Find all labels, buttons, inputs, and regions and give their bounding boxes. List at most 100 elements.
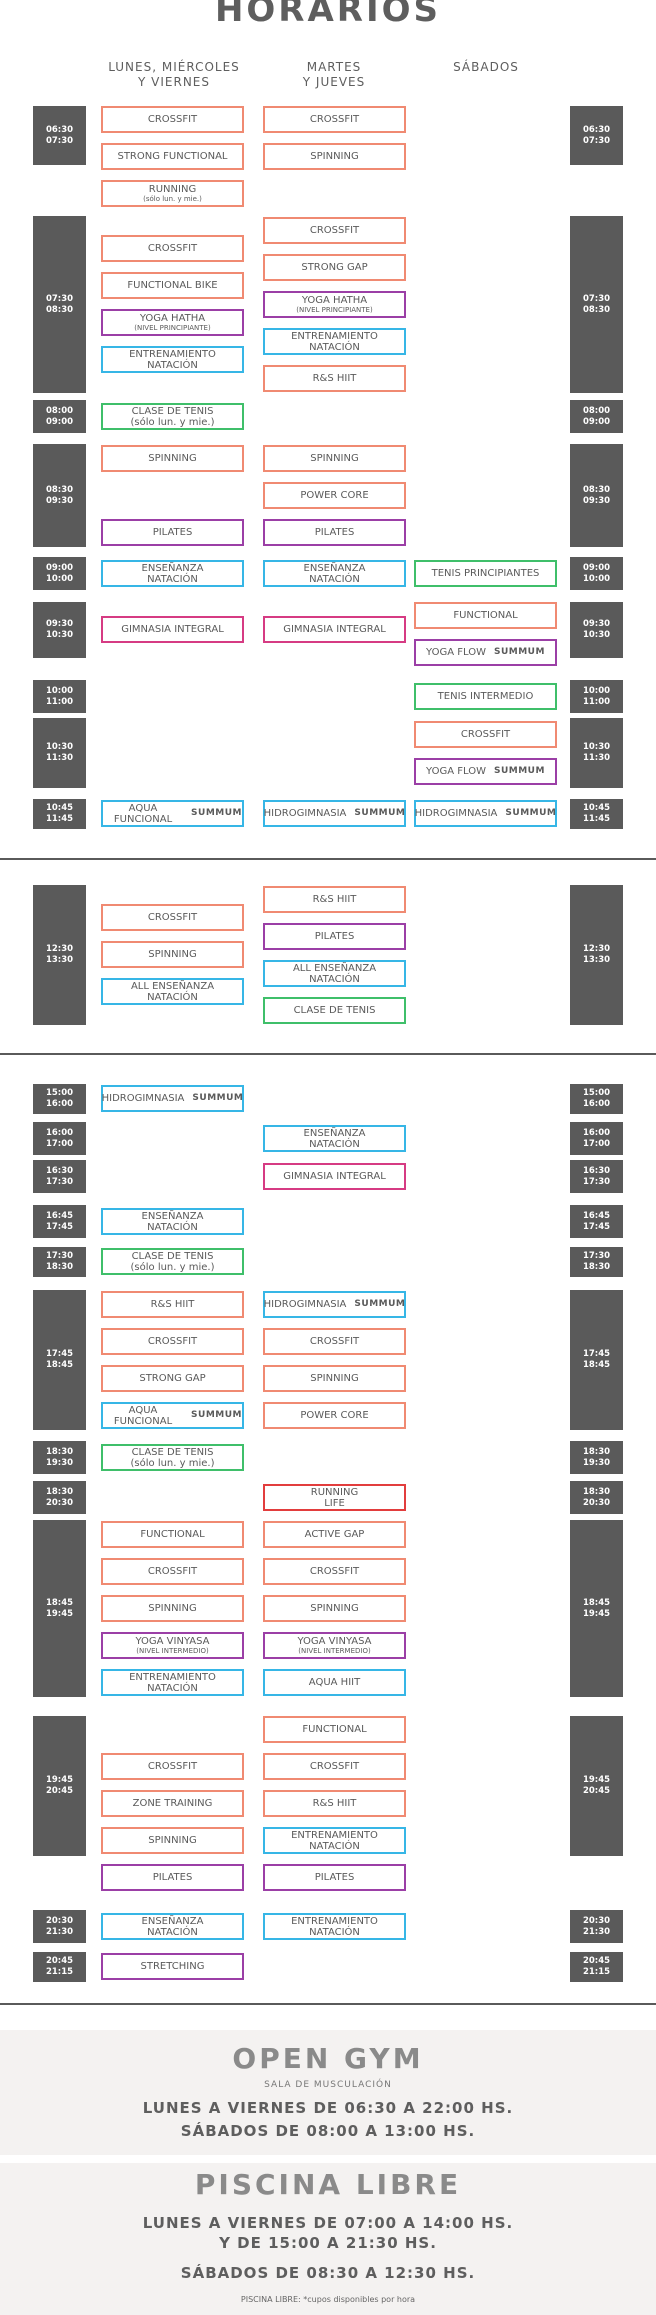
- class-box[interactable]: ENSEÑANZA NATACIÓN: [263, 1125, 406, 1152]
- class-box[interactable]: CROSSFIT: [263, 217, 406, 244]
- class-label: CROSSFIT: [309, 1761, 360, 1772]
- class-box[interactable]: ALL ENSEÑANZA NATACIÓN: [101, 978, 244, 1005]
- class-box[interactable]: STRONG FUNCTIONAL: [101, 143, 244, 170]
- class-box[interactable]: ENSEÑANZA NATACIÓN: [263, 560, 406, 587]
- class-box[interactable]: SPINNING: [263, 143, 406, 170]
- open-gym-title: OPEN GYM: [232, 2042, 424, 2075]
- class-box[interactable]: SPINNING: [263, 1595, 406, 1622]
- class-label: YOGA HATHA: [301, 295, 368, 306]
- class-label: GIMNASIA INTEGRAL: [283, 624, 386, 635]
- class-box[interactable]: STRONG GAP: [101, 1365, 244, 1392]
- class-box[interactable]: SPINNING: [101, 445, 244, 472]
- class-box[interactable]: ENSEÑANZA NATACIÓN: [101, 1208, 244, 1235]
- class-box[interactable]: GIMNASIA INTEGRAL: [101, 616, 244, 643]
- class-box[interactable]: STRONG GAP: [263, 254, 406, 281]
- class-box[interactable]: STRETCHING: [101, 1953, 244, 1980]
- class-box[interactable]: CROSSFIT: [263, 1753, 406, 1780]
- class-label: TENIS PRINCIPIANTES: [431, 568, 540, 579]
- class-label: ALL ENSEÑANZA NATACIÓN: [292, 962, 377, 985]
- class-box[interactable]: ENTRENAMIENTO NATACIÓN: [263, 328, 406, 355]
- class-box[interactable]: CROSSFIT: [101, 1328, 244, 1355]
- class-box[interactable]: ENSEÑANZA NATACIÓN: [101, 560, 244, 587]
- time-slot-right: 06:30 07:30: [570, 106, 623, 165]
- class-box[interactable]: YOGA VINYASA(NIVEL INTERMEDIO): [101, 1632, 244, 1659]
- class-box[interactable]: AQUA HIIT: [263, 1669, 406, 1696]
- class-box[interactable]: R&S HIIT: [101, 1291, 244, 1318]
- class-label: CLASE DE TENIS: [131, 1250, 214, 1262]
- class-box[interactable]: ENTRENAMIENTO NATACIÓN: [101, 1669, 244, 1696]
- time-slot-left: 09:00 10:00: [33, 557, 86, 590]
- class-box[interactable]: CROSSFIT: [263, 1558, 406, 1585]
- class-box[interactable]: SPINNING: [263, 1365, 406, 1392]
- class-box[interactable]: PILATES: [263, 519, 406, 546]
- class-label: PILATES: [314, 931, 355, 942]
- class-box[interactable]: SPINNING: [101, 1595, 244, 1622]
- class-label: SPINNING: [310, 1373, 359, 1384]
- class-box[interactable]: ZONE TRAINING: [101, 1790, 244, 1817]
- class-label: CROSSFIT: [309, 1566, 360, 1577]
- class-box[interactable]: R&S HIIT: [263, 1790, 406, 1817]
- class-box[interactable]: CLASE DE TENIS(sólo lun. y mie.): [101, 1444, 244, 1471]
- class-box[interactable]: CROSSFIT: [101, 904, 244, 931]
- class-label: CROSSFIT: [147, 1566, 198, 1577]
- page-title: HORARIOS: [214, 0, 442, 30]
- class-label: HIDROGIMNASIA: [101, 1093, 185, 1104]
- class-box[interactable]: YOGA VINYASA(NIVEL INTERMEDIO): [263, 1632, 406, 1659]
- class-box[interactable]: PILATES: [263, 1864, 406, 1891]
- class-box[interactable]: FUNCTIONAL: [263, 1716, 406, 1743]
- class-box[interactable]: ENSEÑANZA NATACIÓN: [101, 1913, 244, 1940]
- class-box[interactable]: CROSSFIT: [263, 1328, 406, 1355]
- class-box[interactable]: POWER CORE: [263, 1402, 406, 1429]
- class-box[interactable]: GIMNASIA INTEGRAL: [263, 1163, 406, 1190]
- class-box[interactable]: RUNNING(sólo lun. y mie.): [101, 180, 244, 207]
- class-box[interactable]: CROSSFIT: [101, 1558, 244, 1585]
- class-box[interactable]: PILATES: [263, 923, 406, 950]
- time-slot-right: 16:45 17:45: [570, 1205, 623, 1238]
- class-box[interactable]: CLASE DE TENIS(sólo lun. y mie.): [101, 403, 244, 430]
- class-box[interactable]: CROSSFIT: [101, 106, 244, 133]
- class-box[interactable]: SPINNING: [101, 1827, 244, 1854]
- class-box[interactable]: YOGA HATHA(NIVEL PRINCIPIANTE): [263, 291, 406, 318]
- class-box[interactable]: TENIS PRINCIPIANTES: [414, 560, 557, 587]
- class-box[interactable]: ENTRENAMIENTO NATACIÓN: [263, 1827, 406, 1854]
- class-box[interactable]: SPINNING: [101, 941, 244, 968]
- class-box[interactable]: PILATES: [101, 1864, 244, 1891]
- class-box[interactable]: CLASE DE TENIS: [263, 997, 406, 1024]
- class-box[interactable]: ENTRENAMIENTO NATACIÓN: [263, 1913, 406, 1940]
- class-box[interactable]: ENTRENAMIENTO NATACIÓN: [101, 346, 244, 373]
- class-box[interactable]: CROSSFIT: [101, 235, 244, 262]
- class-box[interactable]: PILATES: [101, 519, 244, 546]
- class-box[interactable]: ACTIVE GAP: [263, 1521, 406, 1548]
- class-box[interactable]: RUNNING LIFE: [263, 1484, 406, 1511]
- class-label: ALL ENSEÑANZA NATACIÓN: [130, 980, 215, 1003]
- class-box[interactable]: CROSSFIT: [263, 106, 406, 133]
- class-label: CLASE DE TENIS: [131, 405, 214, 417]
- class-label: AQUA FUNCIONAL: [113, 1404, 173, 1427]
- class-box[interactable]: SPINNING: [263, 445, 406, 472]
- class-box[interactable]: TENIS INTERMEDIO: [414, 683, 557, 710]
- class-box[interactable]: GIMNASIA INTEGRAL: [263, 616, 406, 643]
- class-box[interactable]: R&S HIIT: [263, 365, 406, 392]
- class-box[interactable]: POWER CORE: [263, 482, 406, 509]
- class-box[interactable]: CROSSFIT: [414, 721, 557, 748]
- class-box[interactable]: CLASE DE TENIS(sólo lun. y mie.): [101, 1248, 244, 1275]
- class-box[interactable]: FUNCTIONAL BIKE: [101, 272, 244, 299]
- class-box[interactable]: CROSSFIT: [101, 1753, 244, 1780]
- class-box[interactable]: YOGA HATHA(NIVEL PRINCIPIANTE): [101, 309, 244, 336]
- open-gym-weekday-hours: LUNES A VIERNES DE 06:30 A 22:00 HS.: [142, 2099, 514, 2117]
- class-box[interactable]: R&S HIIT: [263, 886, 406, 913]
- class-box[interactable]: ALL ENSEÑANZA NATACIÓN: [263, 960, 406, 987]
- class-box[interactable]: FUNCTIONAL: [414, 602, 557, 629]
- class-box[interactable]: FUNCTIONAL: [101, 1521, 244, 1548]
